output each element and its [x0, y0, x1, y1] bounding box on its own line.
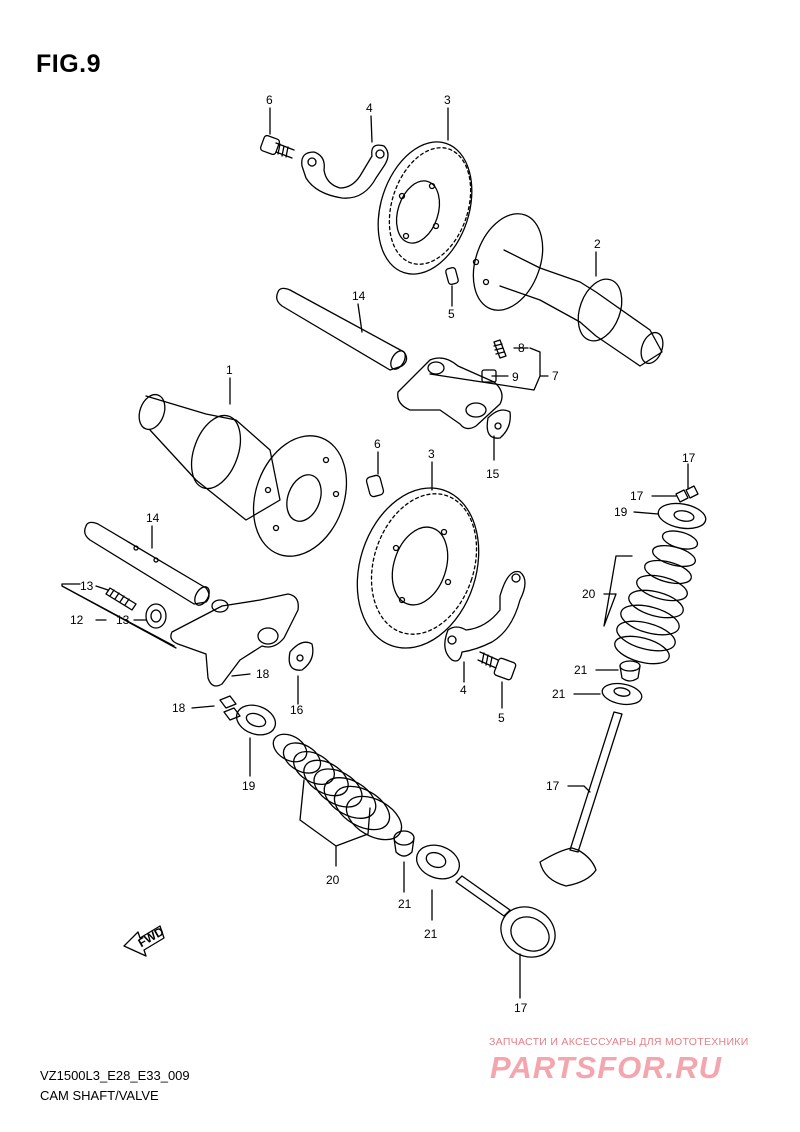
callout-15: 17	[546, 779, 560, 793]
callout-labels: 6 4 3 2 5 14 8 9 7 15 1 6 3 14 13 12 13 …	[70, 93, 696, 1015]
callout-19-upper: 20	[582, 587, 596, 601]
callout-17-lower-a: 18	[256, 667, 270, 681]
camshaft-front	[138, 393, 348, 557]
watermark-logo: PARTSFOR.RU	[490, 1050, 723, 1085]
callout-6-upper: 6	[266, 93, 273, 107]
callout-9: 9	[512, 370, 519, 384]
valve-cotter-upper	[675, 485, 699, 503]
valve-spring-lower	[272, 733, 403, 841]
callout-20-lower: 21	[424, 927, 438, 941]
fwd-arrow-icon	[123, 925, 165, 957]
chain-guide-upper	[301, 144, 389, 199]
lock-nut	[145, 603, 167, 629]
dowel-pin-upper	[445, 267, 459, 285]
callout-3-upper: 3	[444, 93, 451, 107]
rocker-shaft-upper	[276, 287, 408, 371]
callout-18-upper: 19	[614, 505, 628, 519]
callout-2: 2	[594, 237, 601, 251]
rocker-arm-lower	[170, 593, 299, 687]
callout-1: 1	[226, 363, 233, 377]
model-code: VZ1500L3_E28_E33_009	[40, 1068, 190, 1083]
cam-sprocket-upper	[377, 141, 473, 275]
callout-4-upper: 4	[366, 101, 373, 115]
cam-sprocket-lower	[356, 487, 480, 649]
callout-5-lower: 6	[374, 437, 381, 451]
dowel-pin-lower	[365, 474, 385, 498]
chain-guide-lower	[444, 570, 526, 662]
callout-13-lower: 14	[146, 511, 160, 525]
spring-retainer-upper	[657, 502, 707, 530]
camshaft-rear	[472, 213, 664, 367]
spring-retainer-lower	[235, 704, 277, 736]
callout-5-upper: 5	[448, 307, 455, 321]
callout-18-lower: 19	[242, 779, 256, 793]
callout-21-upper: 21	[574, 663, 588, 677]
rocker-arm-upper	[397, 339, 507, 430]
valve-stem-seal-lower	[393, 830, 415, 857]
valve-cotter-lower	[219, 695, 241, 721]
intake-valve	[539, 711, 623, 887]
shim-lower	[288, 641, 314, 671]
callout-17-upper-b: 17	[630, 489, 644, 503]
bolt-upper	[259, 134, 295, 159]
watermark-caption: ЗАПЧАСТИ И АКСЕССУАРЫ ДЛЯ МОТОТЕХНИКИ	[489, 1036, 749, 1048]
rocker-shaft-lower	[84, 521, 210, 606]
callout-14-lower: 16	[290, 703, 304, 717]
adjusting-screw	[105, 587, 137, 611]
callout-8: 8	[518, 341, 525, 355]
callout-12: 13	[116, 613, 130, 627]
valve-spring-upper	[614, 530, 699, 665]
callout-21-lower: 21	[398, 897, 412, 911]
callout-17-lower-b: 18	[172, 701, 186, 715]
callout-3-lower: 3	[428, 447, 435, 461]
callout-17-upper-a: 17	[682, 451, 696, 465]
bolt-lower	[477, 651, 517, 681]
spring-seat-upper	[601, 682, 643, 706]
callout-7: 7	[552, 369, 559, 383]
callout-11: 13	[80, 579, 94, 593]
callout-10: 12	[70, 613, 84, 627]
callout-13-upper: 14	[352, 289, 366, 303]
shim-upper	[486, 409, 511, 439]
spring-seat-lower	[415, 844, 461, 880]
callout-6-lower: 5	[498, 711, 505, 725]
callout-4-lower: 4	[460, 683, 467, 697]
valve-stem-seal-upper	[619, 660, 641, 682]
callout-14-upper: 15	[486, 467, 500, 481]
callout-20-upper: 21	[552, 687, 566, 701]
fig-title: FIG.9	[36, 50, 102, 78]
section-name: CAM SHAFT/VALVE	[40, 1088, 159, 1103]
callout-19-lower: 20	[326, 873, 340, 887]
callout-16: 17	[514, 1001, 528, 1015]
exhaust-valve	[455, 875, 556, 958]
